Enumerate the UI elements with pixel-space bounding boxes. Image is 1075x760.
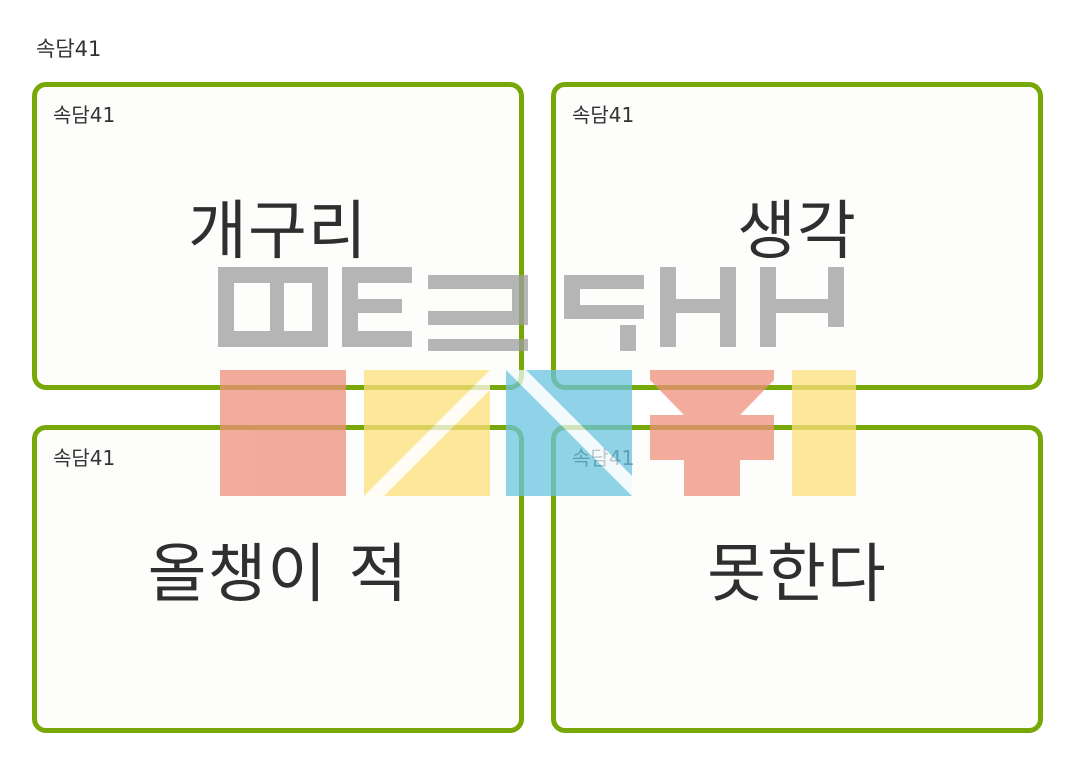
card-label: 속담41 <box>572 103 635 127</box>
card-word: 개구리 <box>188 195 368 269</box>
page-label: 속담41 <box>36 37 102 61</box>
card-label: 속담41 <box>53 103 116 127</box>
proverb-card-1[interactable]: 속담41 개구리 <box>32 82 524 390</box>
proverb-card-3[interactable]: 속담41 올챙이 적 <box>32 425 524 733</box>
card-label: 속담41 <box>572 446 635 470</box>
card-label: 속담41 <box>53 446 116 470</box>
card-word: 올챙이 적 <box>147 538 409 612</box>
card-word: 못한다 <box>707 538 887 612</box>
card-word: 생각 <box>737 195 857 269</box>
proverb-card-4[interactable]: 속담41 못한다 <box>551 425 1043 733</box>
proverb-card-2[interactable]: 속담41 생각 <box>551 82 1043 390</box>
